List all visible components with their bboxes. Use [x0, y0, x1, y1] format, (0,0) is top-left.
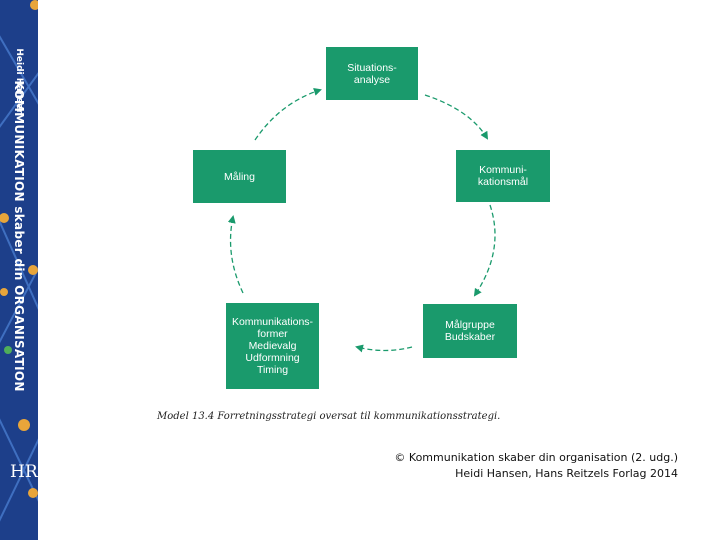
box-label-line: Timing: [256, 364, 289, 376]
cycle-arrow: [254, 88, 322, 141]
box-label-line: Situations-: [347, 61, 397, 74]
cycle-arrow: [424, 94, 489, 140]
spine-dot: [28, 488, 38, 498]
spine-decoration: [0, 0, 38, 522]
box-label-line: Medievalg: [248, 340, 297, 352]
box-label-line: kationsmål: [477, 176, 529, 188]
diagram-caption: Model 13.4 Forretningsstrategi oversat t…: [157, 411, 501, 422]
spine-dot: [4, 346, 12, 354]
copyright-notice: © Kommunikation skaber din organisation …: [394, 450, 678, 482]
box-label-line: Kommunikations-: [231, 316, 314, 328]
publisher-logo: HR: [10, 462, 38, 482]
spine-dot: [30, 0, 38, 10]
box-label-line: Måling: [224, 170, 255, 183]
box-label-line: analyse: [353, 73, 391, 86]
spine-dot: [0, 213, 9, 223]
cycle-arrow: [355, 344, 413, 353]
box-label-line: Målgruppe: [445, 319, 495, 331]
box-label-line: Udformning: [245, 352, 300, 364]
spine-dot: [0, 288, 8, 296]
cycle-arrow: [227, 215, 244, 294]
box-label-line: Budskaber: [444, 331, 496, 343]
box-kommunikationsformer: Kommunikations- former Medievalg Udformn…: [226, 303, 319, 389]
box-kommunikationsmaal: Kommuni- kationsmål: [456, 150, 550, 202]
box-situationsanalyse: Situations- analyse: [326, 47, 418, 100]
box-label-line: Kommuni-: [479, 164, 527, 176]
cycle-arrow: [473, 204, 496, 297]
spine-dot: [28, 265, 38, 275]
box-maalgruppe-budskaber: Målgruppe Budskaber: [423, 304, 517, 358]
box-label-line: former: [257, 328, 288, 340]
copyright-line-2: Heidi Hansen, Hans Reitzels Forlag 2014: [455, 467, 678, 480]
book-spine: Heidi Hansen KOMMUNIKATION skaber din OR…: [0, 0, 38, 540]
copyright-line-1: © Kommunikation skaber din organisation …: [394, 451, 678, 464]
spine-dot: [18, 419, 30, 431]
box-maaling: Måling: [193, 150, 286, 203]
